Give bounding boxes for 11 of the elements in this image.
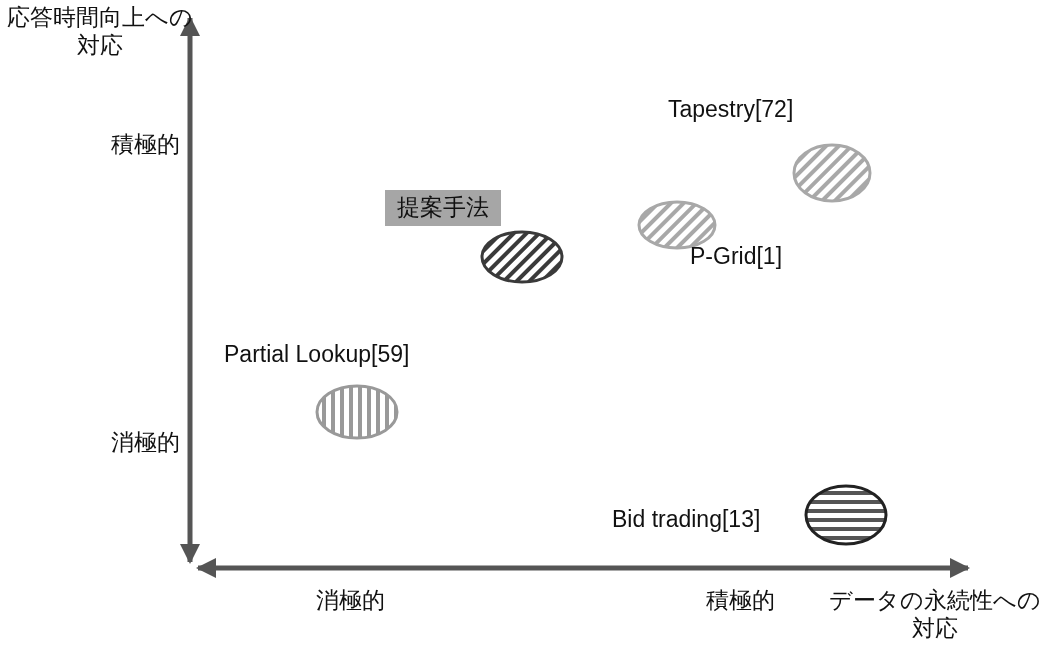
axis-label: 消極的	[110, 429, 180, 457]
highlighted-label: 提案手法	[385, 190, 501, 226]
item-label: Partial Lookup[59]	[224, 341, 410, 369]
axis-label: 積極的	[704, 587, 776, 615]
item-label: Bid trading[13]	[612, 506, 761, 534]
item-label: Tapestry[72]	[668, 96, 794, 124]
axis-label: データの永続性への対応	[828, 587, 1042, 643]
item-label: P-Grid[1]	[690, 243, 783, 271]
axis-label: 応答時間向上への対応	[6, 4, 194, 60]
axis-label: 消極的	[314, 587, 386, 615]
axis-label: 積極的	[110, 131, 180, 159]
